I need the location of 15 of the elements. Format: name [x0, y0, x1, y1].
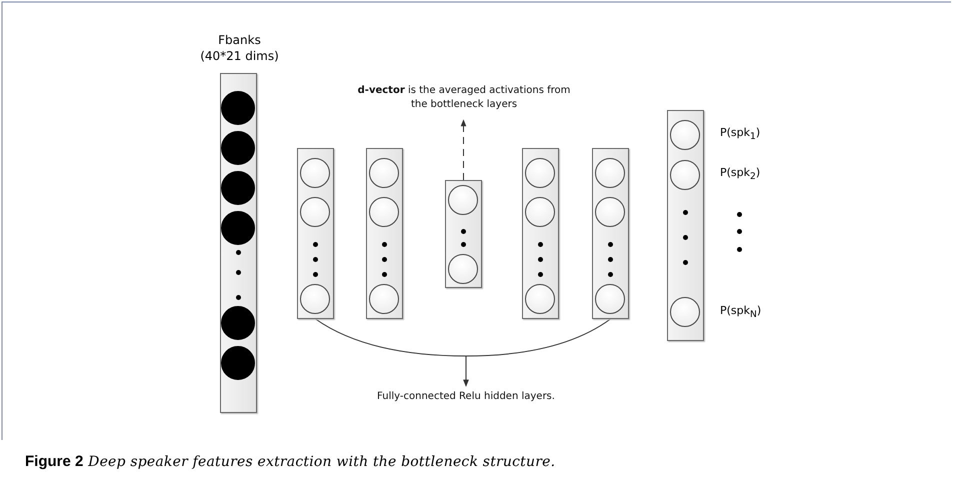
layer-column	[297, 148, 334, 319]
figure-caption: Figure 2 Deep speaker features extraction with the bottleneck structure.	[25, 452, 556, 470]
output-label: P(spk$_{2}$)	[720, 166, 760, 182]
layer-heading: Fbanks (40*21 dims)	[199, 32, 280, 64]
output-label: P(spk$_{N}$)	[720, 304, 762, 320]
layer-column	[445, 180, 482, 288]
annotation-text: d-vector is the averaged activations from the bottleneck layers	[348, 84, 580, 111]
layer-column	[366, 148, 403, 319]
output-label: P(spk$_{1}$)	[720, 126, 760, 142]
annotation-text: Fully-connected Relu hidden layers.	[356, 390, 576, 404]
arrow	[463, 318, 611, 387]
layer-column	[592, 148, 629, 319]
layer-column	[522, 148, 559, 319]
layer-column	[667, 110, 704, 341]
arrow	[460, 119, 466, 180]
